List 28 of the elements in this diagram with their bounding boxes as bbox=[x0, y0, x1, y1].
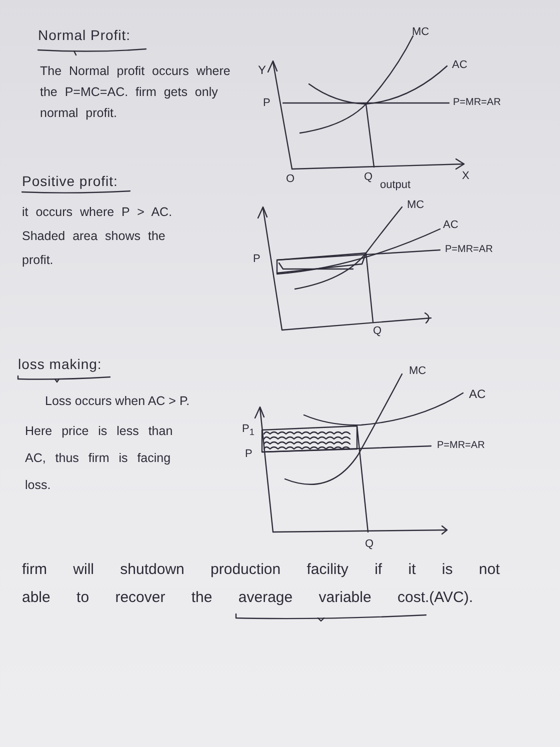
quantity-label: Q bbox=[364, 171, 373, 185]
price-line-label: P=MR=AR bbox=[437, 440, 485, 452]
price-label: P bbox=[245, 448, 252, 462]
price-line-label: P=MR=AR bbox=[453, 97, 501, 109]
section-heading: loss making: bbox=[18, 356, 102, 372]
note-text: it occurs where P > AC. Shaded area shows the profit. bbox=[22, 204, 174, 269]
quantity-label: Q bbox=[373, 325, 382, 339]
quantity-label: Q bbox=[365, 538, 374, 552]
price-line-label: P=MR=AR bbox=[445, 244, 493, 256]
price-label: P bbox=[253, 253, 260, 267]
curve-label: MC bbox=[407, 199, 424, 213]
note-text: The Normal profit occurs where the P=MC=AC. firm gets only normal profit. bbox=[40, 63, 232, 122]
curve-label: AC bbox=[469, 386, 486, 402]
section-heading: Positive profit: bbox=[22, 172, 118, 190]
curve-label: MC bbox=[409, 365, 426, 379]
curve-label: AC bbox=[452, 59, 468, 73]
note-text: firm will shutdown production facility if it is not able to recover the average variable cost.(AVC). bbox=[22, 560, 501, 608]
curve-label: AC bbox=[443, 219, 458, 233]
price-label: P$_{1}$ bbox=[242, 423, 254, 439]
price-label: P bbox=[263, 97, 270, 111]
note-text: Loss occurs when AC > P. bbox=[45, 394, 190, 408]
axis-label: X bbox=[462, 170, 470, 184]
note-text: Here price is less than AC, thus firm is facing loss. bbox=[25, 423, 174, 494]
curve-label: MC bbox=[412, 26, 430, 40]
section-heading: Normal Profit: bbox=[38, 26, 131, 44]
axis-title: output bbox=[380, 179, 411, 193]
axis-label: Y bbox=[258, 62, 266, 78]
origin-label: O bbox=[286, 173, 295, 187]
